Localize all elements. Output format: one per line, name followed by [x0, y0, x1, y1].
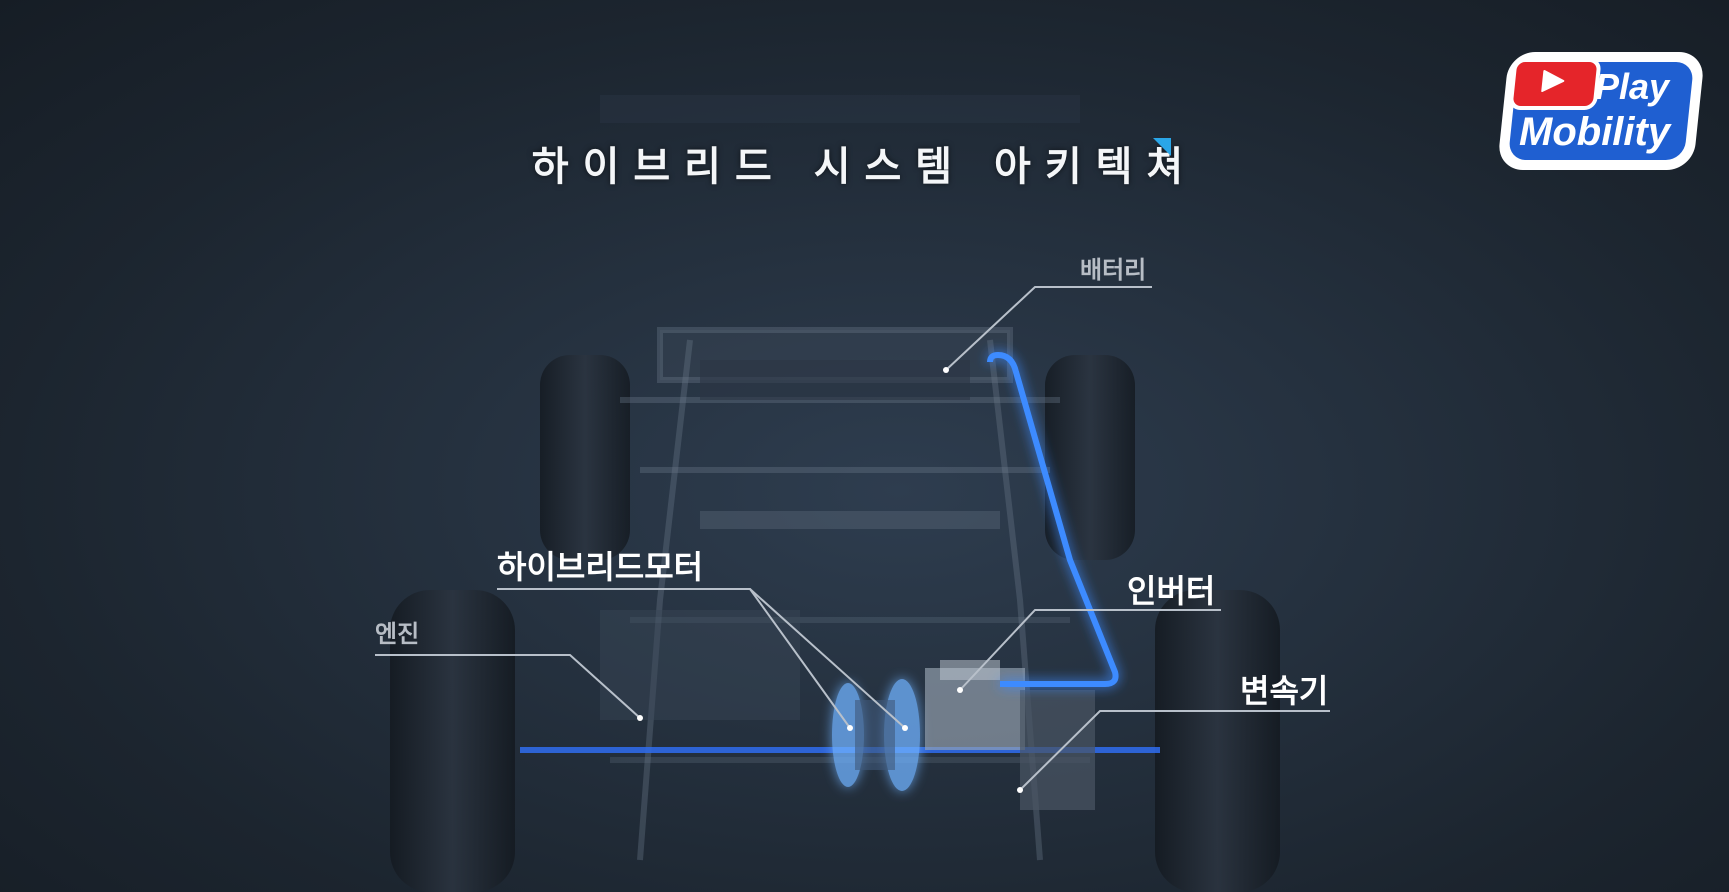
- motor-housing: [855, 700, 895, 770]
- logo-text-play: Play: [1595, 66, 1669, 108]
- label-hybrid-motor: 하이브리드모터: [497, 542, 703, 588]
- title-corner-mark: [1153, 138, 1171, 156]
- rear-subframe: [700, 360, 970, 400]
- label-battery: 배터리: [1080, 250, 1146, 285]
- inverter-body: [925, 668, 1025, 750]
- front-right-tire: [1155, 590, 1280, 892]
- page-title: 하이브리드 시스템 아키텍쳐: [0, 134, 1729, 192]
- label-transmission: 변속기: [1240, 666, 1328, 712]
- play-button-icon: [1508, 58, 1601, 110]
- label-inverter: 인버터: [1127, 566, 1215, 612]
- logo-text-mobility: Mobility: [1519, 110, 1670, 155]
- play-mobility-logo: Play Mobility: [1503, 52, 1703, 174]
- label-engine: 엔진: [375, 614, 419, 649]
- transmission-body: [1020, 690, 1095, 810]
- engine-block: [600, 610, 800, 720]
- scene-strip: [600, 95, 1080, 123]
- rear-left-tire: [540, 355, 630, 560]
- inverter-top: [940, 660, 1000, 680]
